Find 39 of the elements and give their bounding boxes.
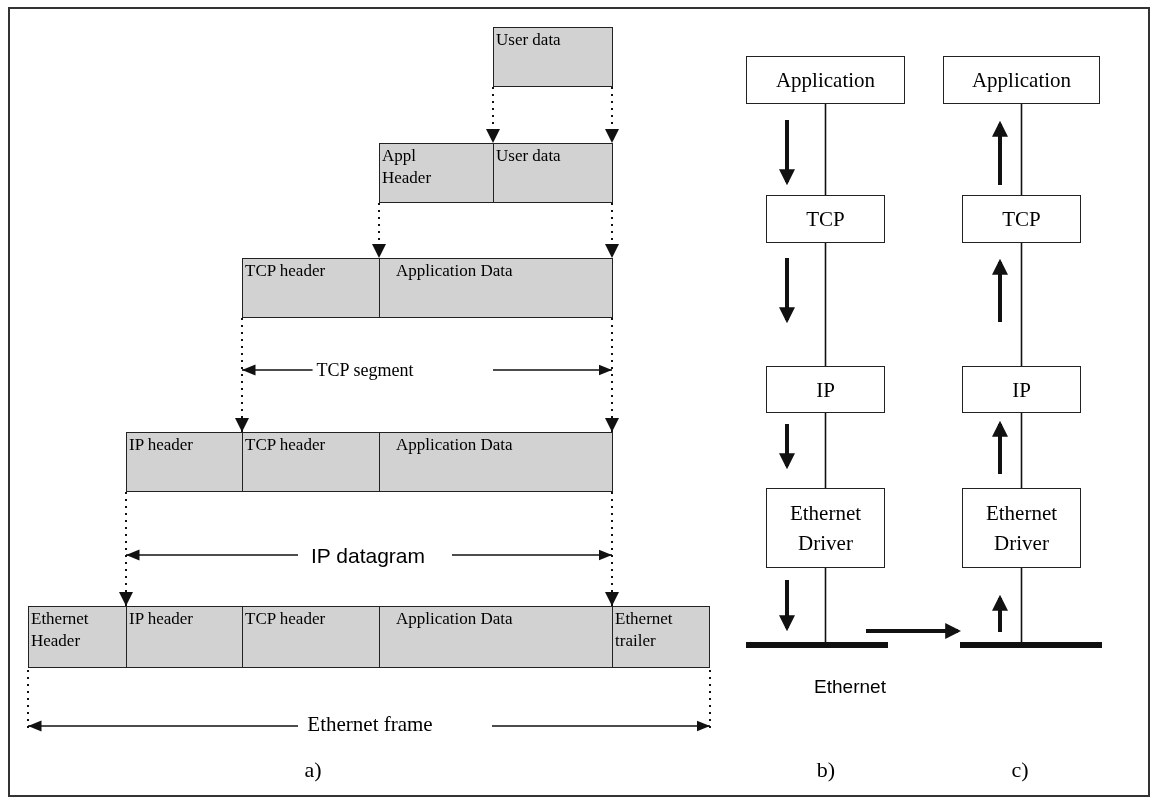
dotted-arrow [235, 317, 249, 433]
dotted-arrow [605, 491, 619, 607]
layer-box: Application [746, 56, 905, 104]
network-bar [960, 642, 1102, 648]
connector-line [1020, 412, 1023, 489]
connector-line [824, 567, 827, 643]
network-bar [746, 642, 888, 648]
connector-line [824, 412, 827, 489]
dotted-arrow [119, 491, 133, 607]
dotted-arrow [486, 86, 500, 144]
header-field: Application Data [379, 258, 613, 318]
connector-line [1020, 242, 1023, 367]
dotted-arrow [605, 202, 619, 259]
header-field: Application Data [379, 606, 613, 668]
layer-box: Application [943, 56, 1100, 104]
connector-line [1020, 103, 1023, 196]
header-field: Ethernet trailer [612, 606, 710, 668]
header-field: User data [493, 143, 613, 203]
header-field: TCP header [242, 606, 380, 668]
header-field: User data [493, 27, 613, 87]
connector-line [1020, 567, 1023, 643]
layer-box: TCP [766, 195, 885, 243]
header-field: IP header [126, 606, 243, 668]
header-field: Ethernet Header [28, 606, 127, 668]
layer-box: IP [962, 366, 1081, 413]
connector-line [824, 242, 827, 367]
dotted-arrow [605, 86, 619, 144]
header-field: Appl Header [379, 143, 494, 203]
dotted-arrow [605, 317, 619, 433]
connector-line [824, 103, 827, 196]
dotted-arrow [372, 202, 386, 259]
layer-box: TCP [962, 195, 1081, 243]
layer-box: IP [766, 366, 885, 413]
header-field: TCP header [242, 432, 380, 492]
layer-box: Ethernet Driver [962, 488, 1081, 568]
layer-box: Ethernet Driver [766, 488, 885, 568]
header-field: Application Data [379, 432, 613, 492]
header-field: TCP header [242, 258, 380, 318]
header-field: IP header [126, 432, 243, 492]
